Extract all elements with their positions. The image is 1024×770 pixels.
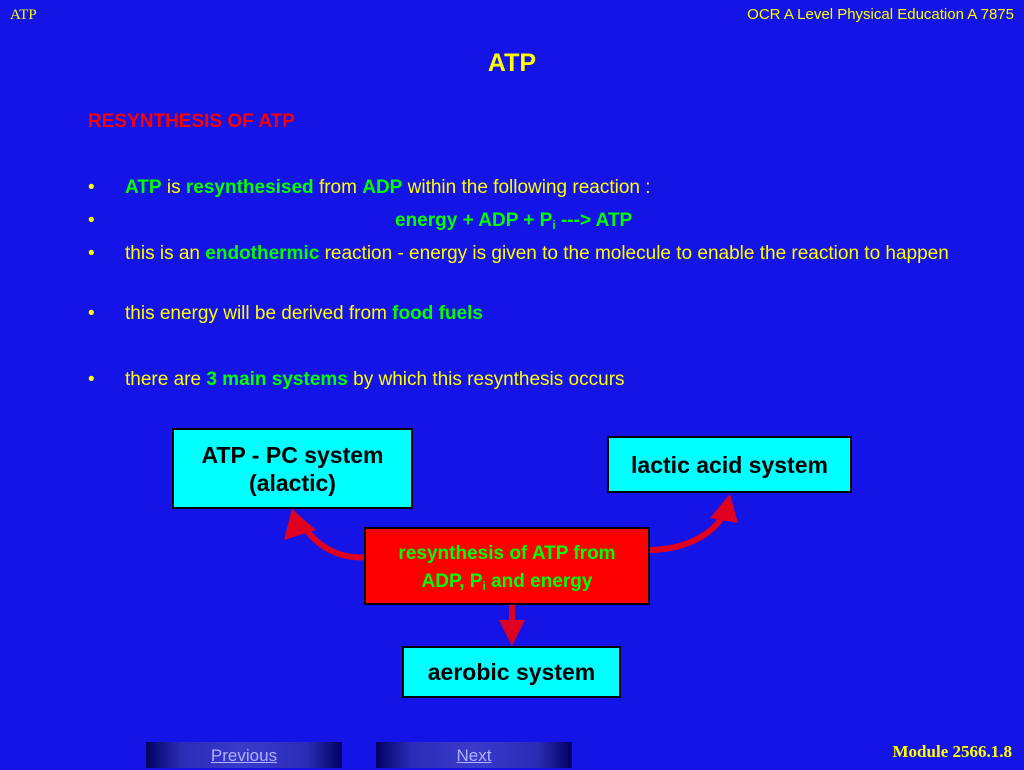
reaction-equation: energy + ADP + Pi ---> ATP [395,210,633,232]
alactic-label: (alactic) [249,469,336,496]
slide-subtitle: RESYNTHESIS OF ATP [88,111,295,132]
header-course-label: OCR A Level Physical Education A 7875 [747,6,1014,23]
module-label: Module 2566.1.8 [892,742,1012,761]
lactic-acid-system-box: lactic acid system [607,436,852,493]
atp-pc-system-box: ATP - PC system(alactic) [172,428,413,509]
bullet-text-main-systems: there are 3 main systems by which this r… [125,369,625,390]
atp-pc-label: ATP - PC system [201,441,384,468]
bullet-dot: • [88,369,95,390]
slide-title: ATP [487,49,537,77]
previous-button[interactable]: Previous [146,742,342,768]
bullet-dot: • [88,303,95,324]
aerobic-label: aerobic system [427,659,596,685]
lactic-label: lactic acid system [631,451,828,478]
arrowhead-atp-pc [284,509,316,540]
header-left-label: ATP [10,7,37,23]
bullet-dot: • [88,210,95,231]
text-reaction-intro: within the following reaction : [402,177,651,198]
text-from: from [313,177,363,198]
bullet-dot: • [88,243,95,264]
text-is: is [161,177,186,198]
resynthesis-box: resynthesis of ATP from ADP, Pi and ener… [364,527,650,605]
arrowhead-lactic [710,494,738,523]
text-atp: ATP [125,177,162,198]
text-resynthesised: resynthesised [185,177,314,198]
aerobic-system-box: aerobic system [402,646,621,698]
resynthesis-line2: ADP, Pi and energy [421,571,593,593]
bullet-text-endothermic: this is an endothermic reaction - energy… [125,243,949,264]
bullet-text-food-fuels: this energy will be derived from food fu… [125,303,483,324]
bullet-dot: • [88,177,95,198]
text-adp: ADP [362,177,403,198]
next-button[interactable]: Next [376,742,572,768]
arrowhead-aerobic [499,620,525,646]
resynthesis-line1: resynthesis of ATP from [398,543,616,564]
